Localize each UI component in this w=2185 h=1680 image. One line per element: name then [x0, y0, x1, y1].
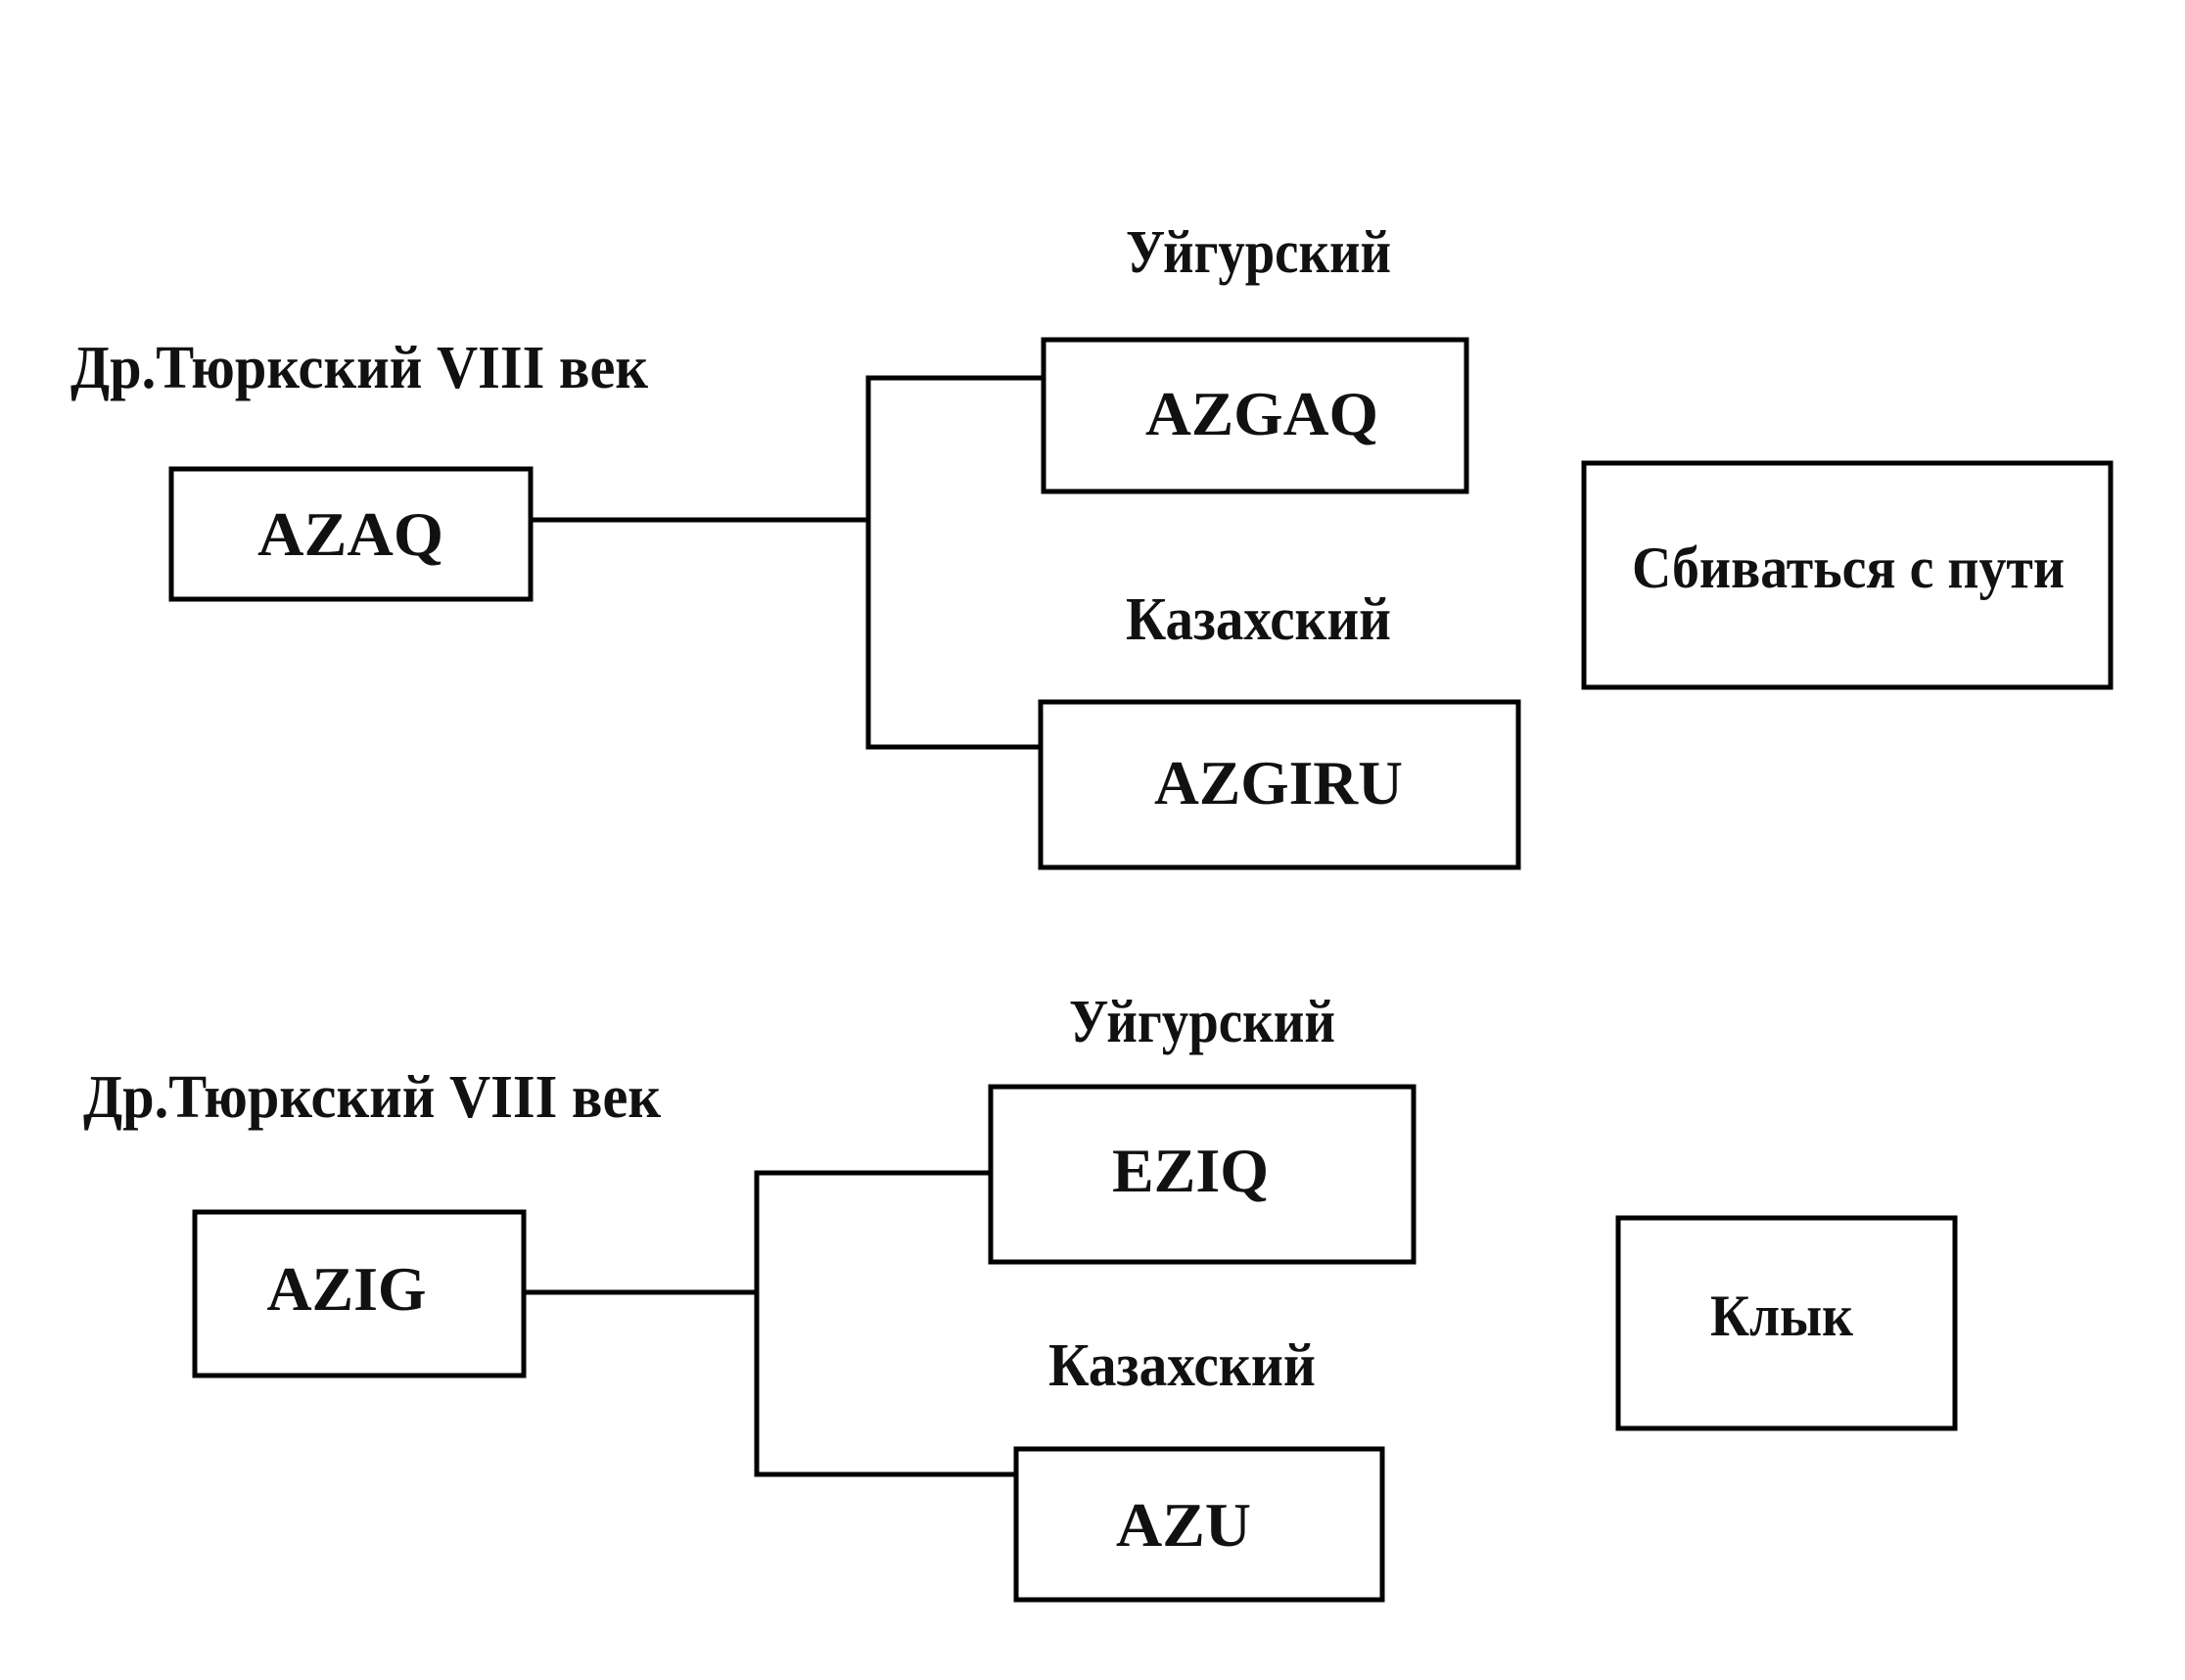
source-word-box — [168, 466, 534, 602]
period-label: Др.Тюркский VIII век — [70, 335, 648, 401]
branch-word: AZU — [1116, 1490, 1251, 1560]
branch-word-box — [1038, 699, 1521, 870]
branch-word: EZIQ — [1112, 1136, 1269, 1205]
diagram-azig: Др.Тюркский VIII век AZIG Уйгурский EZIQ… — [83, 989, 1958, 1603]
branch-word: AZGAQ — [1145, 379, 1378, 448]
branch-word-box — [1041, 337, 1469, 494]
branch-language-label: Казахский — [1048, 1332, 1316, 1399]
branch-language-label: Казахский — [1126, 586, 1391, 653]
meaning-box — [1581, 460, 2114, 690]
meaning-box — [1615, 1215, 1958, 1431]
branch-word-box — [1013, 1446, 1385, 1603]
branch-word: AZGIRU — [1154, 748, 1403, 817]
source-word: AZIG — [267, 1254, 427, 1324]
period-label: Др.Тюркский VIII век — [83, 1064, 661, 1131]
meaning-text: Клык — [1710, 1283, 1853, 1348]
source-word-box — [192, 1209, 527, 1378]
meaning-text: Сбиваться с пути — [1632, 536, 2065, 600]
source-word: AZAQ — [257, 499, 443, 569]
diagram-azaq: Др.Тюркский VIII век AZAQ Уйгурский AZGA… — [70, 219, 2114, 870]
branch-language-label: Уйгурский — [1069, 989, 1335, 1055]
branch-language-label: Уйгурский — [1126, 219, 1391, 286]
branch-word-box — [988, 1084, 1417, 1265]
